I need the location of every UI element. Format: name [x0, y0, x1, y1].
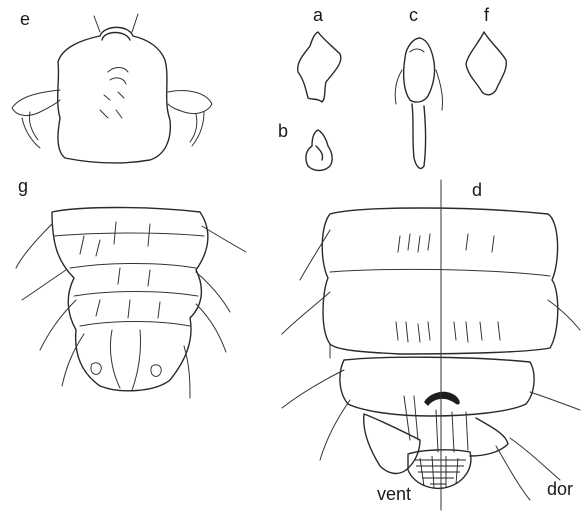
panel-label-a: a: [313, 6, 323, 24]
panel-d-drawing: [282, 180, 580, 510]
panel-c-drawing: [395, 38, 442, 168]
panel-b-drawing: [306, 130, 332, 171]
panel-label-d: d: [472, 181, 482, 199]
annotation-dorsal: dor: [547, 480, 573, 498]
panel-label-g: g: [18, 177, 28, 195]
panel-label-b: b: [278, 122, 288, 140]
panel-e-drawing: [12, 14, 212, 163]
annotation-ventral: vent: [377, 485, 411, 503]
panel-g-drawing: [16, 208, 246, 399]
panel-f-drawing: [466, 32, 506, 95]
panel-label-c: c: [409, 6, 418, 24]
panel-label-e: e: [20, 10, 30, 28]
panel-label-f: f: [484, 6, 489, 24]
panel-a-drawing: [298, 32, 341, 102]
